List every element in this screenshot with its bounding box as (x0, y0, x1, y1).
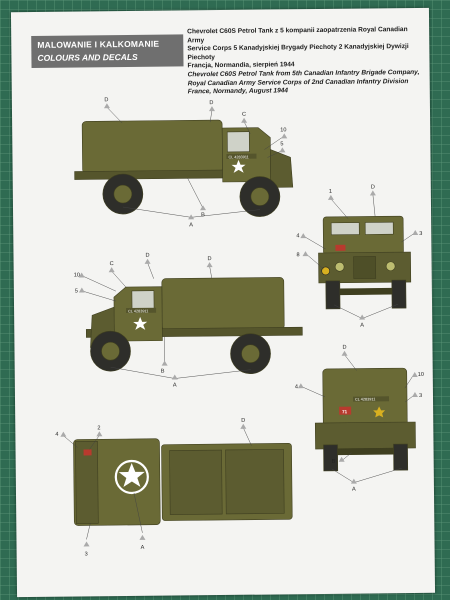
callout-marker: 8 (296, 251, 309, 258)
air-recognition-star-decal (114, 459, 149, 495)
callout-marker: 4 (55, 431, 67, 438)
callout-marker: 10 (411, 372, 424, 378)
truck-right-side-view (74, 119, 294, 217)
svg-text:A: A (352, 487, 356, 493)
callout-marker: B (332, 456, 345, 465)
unit-number-decal: 71 (342, 409, 348, 414)
truck-left-side-view (85, 277, 303, 375)
callout-marker: 3 (412, 229, 422, 237)
registration-decal: CL 4283911 (128, 309, 148, 313)
callout-marker: A (139, 534, 146, 551)
svg-text:10: 10 (280, 127, 286, 133)
svg-text:B: B (201, 212, 205, 218)
svg-text:D: D (145, 253, 149, 259)
callout-marker: A (188, 214, 195, 228)
callout-marker: D (208, 100, 215, 112)
svg-text:A: A (141, 545, 145, 551)
svg-text:4: 4 (295, 384, 298, 390)
callout-marker: C (108, 261, 115, 273)
callout-marker: D (369, 184, 376, 196)
svg-text:D: D (371, 184, 375, 190)
svg-text:D: D (342, 345, 346, 351)
callout-marker: 3 (412, 391, 422, 399)
callout-marker: A (359, 314, 366, 329)
callout-marker: D (144, 253, 151, 264)
callout-marker: 10 (74, 272, 85, 279)
callout-marker: 5 (279, 141, 286, 153)
allied-star-decal (133, 316, 148, 330)
svg-text:3: 3 (419, 393, 422, 399)
callout-marker: 3 (83, 541, 90, 557)
truck-top-view (73, 438, 293, 526)
callout-marker: C (241, 112, 248, 123)
svg-text:C: C (242, 112, 246, 118)
svg-text:4: 4 (296, 233, 299, 239)
svg-text:A: A (173, 382, 177, 388)
callout-marker: A (350, 478, 357, 493)
svg-text:8: 8 (296, 252, 299, 258)
callout-leaders (63, 107, 414, 540)
svg-text:4: 4 (55, 432, 58, 438)
callout-markers: D C D 10 5 A B 1 D 4 3 8 A 10 5 C D D A … (55, 97, 424, 557)
svg-text:B: B (332, 459, 336, 465)
callout-marker: D (341, 345, 348, 356)
callout-marker: D (206, 256, 213, 268)
truck-front-view (318, 215, 412, 310)
svg-text:3: 3 (85, 551, 88, 557)
registration-decal: CL 4283911 (355, 397, 375, 401)
callout-marker: 10 (280, 127, 288, 139)
unit-sign-decal (339, 406, 352, 415)
callout-marker: 5 (75, 287, 85, 295)
svg-text:2: 2 (97, 425, 100, 431)
svg-text:10: 10 (418, 372, 424, 378)
callout-marker: 4 (295, 383, 304, 390)
callout-marker: D (103, 97, 110, 109)
svg-text:D: D (208, 256, 212, 262)
svg-text:10: 10 (74, 272, 80, 278)
svg-text:1: 1 (329, 189, 332, 195)
registration-decal: CL 4283911 (228, 155, 248, 159)
svg-text:B: B (161, 369, 165, 375)
callout-marker: 2 (96, 425, 103, 437)
callout-marker: D (240, 418, 247, 429)
svg-text:5: 5 (75, 289, 78, 295)
callout-marker: B (200, 205, 207, 218)
unit-sign-decal (335, 244, 346, 251)
svg-text:5: 5 (280, 141, 283, 147)
svg-text:3: 3 (419, 231, 422, 237)
callout-marker: B (161, 360, 168, 375)
callout-marker: A (171, 374, 178, 389)
svg-text:A: A (189, 222, 193, 228)
truck-rear-view (314, 367, 416, 472)
callout-marker: 4 (296, 233, 307, 239)
callout-marker: 1 (327, 189, 334, 200)
svg-text:D: D (241, 418, 245, 424)
svg-text:D: D (209, 100, 213, 106)
allied-star-decal (231, 159, 246, 173)
svg-text:A: A (360, 323, 364, 329)
svg-text:C: C (110, 261, 114, 267)
bridge-plate-decal (321, 266, 330, 276)
svg-text:D: D (104, 97, 108, 103)
decal-illustrations: CL 4283911 (55, 97, 424, 557)
instruction-sheet: MALOWANIE I KALKOMANIE COLOURS AND DECAL… (10, 7, 436, 598)
